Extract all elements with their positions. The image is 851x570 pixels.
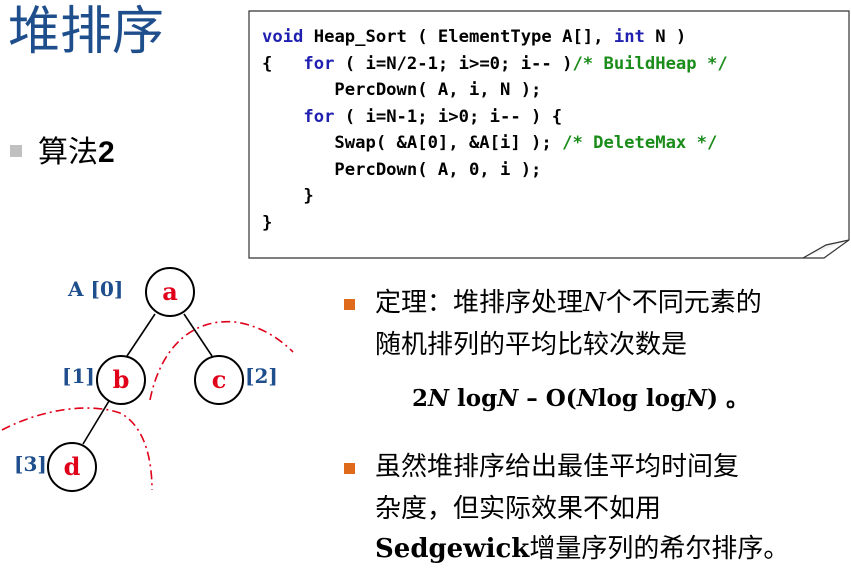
tree-nodes <box>47 267 244 492</box>
dash-line <box>149 320 294 401</box>
code-comment: /* DeleteMax */ <box>562 133 718 153</box>
algorithm-label: 算法2 <box>10 133 115 173</box>
theorem-line-1: 定理：堆排序处理N个不同元素的 <box>375 283 762 323</box>
node-label-b: b <box>113 365 130 394</box>
code-keyword: for <box>303 53 335 74</box>
formula-var: N <box>576 385 598 412</box>
code-line: for ( i=N-1; i>0; i-- ) { <box>262 104 728 131</box>
bullet-square-icon <box>10 145 22 157</box>
code-text: Swap( &A[0], &A[i] ); <box>262 133 563 153</box>
index-label-2: [2] <box>245 364 278 388</box>
tree-node-c <box>194 355 244 405</box>
code-text: ( i=N/2-1; i>=0; i-- ) <box>334 53 573 74</box>
theorem-formula: 2N logN – O(Nlog logN) 。 <box>412 379 749 413</box>
code-block: void Heap_Sort ( ElementType A[], int N … <box>262 24 728 236</box>
node-label-c: c <box>212 365 227 394</box>
formula-part: log log <box>597 385 687 412</box>
note-text: 增量序列的希尔排序。 <box>529 534 790 564</box>
code-text: ( i=N-1; i>0; i-- ) { <box>334 106 563 127</box>
note-line-3: Sedgewick增量序列的希尔排序。 <box>375 529 789 569</box>
slide-title: 堆排序 <box>8 2 165 62</box>
formula-part: log <box>449 385 498 412</box>
code-text: PercDown( A, 0, i ); <box>262 159 542 180</box>
formula-var: N <box>686 385 708 412</box>
code-line: Swap( &A[0], &A[i] ); /* DeleteMax */ <box>262 130 728 157</box>
theorem-line-2: 随机排列的平均比较次数是 <box>375 330 688 360</box>
algorithm-text: 算法 <box>38 135 98 170</box>
code-text: { <box>262 53 304 74</box>
index-label-1: [1] <box>62 364 95 388</box>
tree-node-d <box>47 442 97 492</box>
tree-node-b <box>96 355 146 405</box>
node-label-a: a <box>162 277 178 306</box>
code-line: PercDown( A, 0, i ); <box>262 157 728 184</box>
tree-edge <box>82 400 110 445</box>
dash-line <box>1 407 153 491</box>
formula-part: – O( <box>518 385 577 412</box>
theorem-text: 定理：堆排序处理 <box>375 288 584 318</box>
code-keyword: void <box>262 27 304 47</box>
formula-part: ) 。 <box>707 385 749 412</box>
code-line: } <box>262 183 728 210</box>
code-text: PercDown( A, i, N ); <box>262 80 542 100</box>
code-line: { for ( i=N/2-1; i>=0; i-- )/* BuildHeap… <box>262 51 728 78</box>
note-line-1: 虽然堆排序给出最佳平均时间复 <box>375 452 740 482</box>
code-text: Heap_Sort ( ElementType A[], <box>303 27 614 47</box>
code-keyword: for <box>303 106 335 127</box>
theorem-var: N <box>583 288 606 318</box>
code-line: } <box>262 210 728 237</box>
algorithm-number: 2 <box>98 136 115 169</box>
formula-var: N <box>497 385 519 412</box>
theorem-text: 个不同元素的 <box>605 288 762 318</box>
tree-edge <box>126 313 156 357</box>
note-bold-text: Sedgewick <box>375 534 530 564</box>
note-line-2: 杂度，但实际效果不如用 <box>375 494 662 524</box>
bullet-orange-icon <box>344 299 355 310</box>
tree-edge <box>183 313 213 357</box>
code-line: void Heap_Sort ( ElementType A[], int N … <box>262 24 728 51</box>
code-line: PercDown( A, i, N ); <box>262 77 728 104</box>
bullet-orange-icon <box>344 463 355 474</box>
node-label-d: d <box>64 452 81 481</box>
code-keyword: int <box>613 27 645 47</box>
formula-var: N <box>428 385 450 412</box>
code-comment: /* BuildHeap */ <box>572 53 728 74</box>
index-label-0: A [0] <box>67 277 123 301</box>
dash-boundaries <box>1 320 294 491</box>
tree-node-a <box>145 267 195 317</box>
formula-part: 2 <box>412 385 429 412</box>
code-text: N ) <box>644 27 687 47</box>
index-label-3: [3] <box>14 452 47 476</box>
code-text: } <box>262 186 314 206</box>
tree-edges <box>82 313 213 445</box>
code-text: } <box>262 212 273 233</box>
